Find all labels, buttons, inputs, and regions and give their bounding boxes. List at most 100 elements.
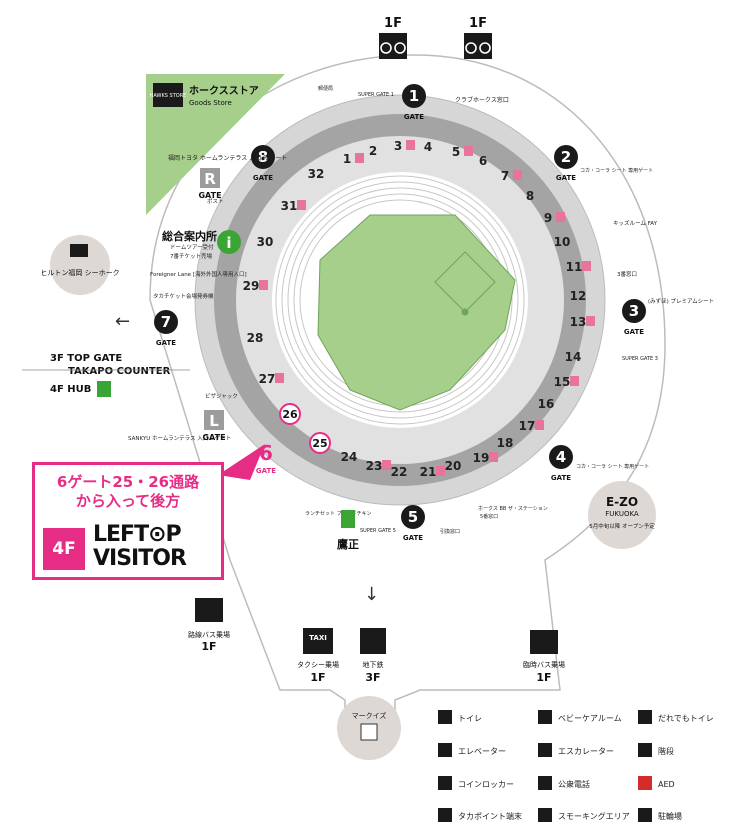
legend-item: エスカレーター bbox=[538, 743, 614, 757]
shopping-icon bbox=[360, 723, 378, 741]
bike-parking-top-2[interactable]: 1F bbox=[464, 16, 492, 59]
legend-item: AED bbox=[638, 776, 675, 790]
gate-circle bbox=[154, 310, 178, 334]
r-gate-text: 福岡トヨタ ホームランテラス 入口 R ゲート bbox=[168, 154, 287, 162]
legend-item: エレベーター bbox=[438, 743, 506, 757]
gate-number: 2 bbox=[561, 148, 571, 166]
restaurant-icon bbox=[341, 510, 355, 528]
section-9: 9 bbox=[544, 211, 552, 225]
ticket7: 7番チケット売場 bbox=[170, 252, 212, 260]
gate-label: GATE bbox=[253, 174, 273, 182]
circled-25[interactable]: 25 bbox=[309, 432, 331, 454]
note-super1: SUPER GATE 1 bbox=[358, 92, 394, 98]
legend-item: 階段 bbox=[638, 743, 674, 757]
note-gate5box: 5番窓口 bbox=[480, 513, 498, 520]
toilet-icon bbox=[438, 710, 452, 724]
hawks-store-logo bbox=[153, 83, 183, 107]
section-27: 27 bbox=[259, 372, 276, 386]
accessible-toilet-icon bbox=[638, 710, 652, 724]
r-gate-box[interactable] bbox=[200, 168, 220, 188]
subway-label: 地下鉄 bbox=[363, 660, 384, 669]
hawks-store-brand: HAWKS STORE bbox=[150, 93, 187, 99]
down-arrow-icon: ↓ bbox=[364, 584, 379, 605]
route-bus-floor: 1F bbox=[201, 640, 216, 653]
taxi[interactable]: TAXI タクシー乗場 1F bbox=[297, 628, 339, 684]
toilet-icon bbox=[582, 261, 591, 271]
toilet-icon bbox=[259, 280, 268, 290]
top-gate-line2: TAKAPO COUNTER bbox=[68, 366, 171, 377]
ticket-box: タカチケット会場発券機 bbox=[153, 292, 214, 300]
legend-item: ベビーケアルーム bbox=[538, 710, 622, 724]
section-1: 1 bbox=[343, 152, 351, 166]
ezo-circle[interactable] bbox=[588, 481, 656, 549]
circled-26[interactable]: 26 bbox=[279, 403, 301, 425]
gate-label: GATE bbox=[624, 328, 644, 336]
section-8: 8 bbox=[526, 189, 534, 203]
section-5: 5 bbox=[452, 145, 460, 159]
legend-label: 駐輪場 bbox=[658, 811, 682, 821]
legend-label: タカポイント端末 bbox=[458, 811, 522, 821]
gate-number: 1 bbox=[409, 87, 419, 105]
hilton-text: ヒルトン福岡 シーホーク bbox=[40, 268, 119, 277]
section-11: 11 bbox=[566, 260, 583, 274]
legend-label: エスカレーター bbox=[558, 747, 614, 756]
route-bus[interactable]: 路線バス乗場 1F bbox=[188, 598, 230, 653]
gate-number: 7 bbox=[161, 313, 171, 331]
gate-circle bbox=[251, 145, 275, 169]
temporary-bus[interactable]: 臨時バス乗場 1F bbox=[523, 630, 565, 684]
phone-icon bbox=[538, 776, 552, 790]
note-super5: SUPER GATE 5 bbox=[360, 528, 396, 534]
legend-label: 公衆電話 bbox=[558, 779, 590, 789]
aed-icon bbox=[638, 776, 652, 790]
hilton-circle[interactable] bbox=[50, 235, 110, 295]
bike-parking-top-1[interactable]: 1F bbox=[379, 16, 407, 59]
legend-label: コインロッカー bbox=[458, 780, 514, 789]
toilet-icon bbox=[535, 420, 544, 430]
baby-care-icon bbox=[538, 710, 552, 724]
legend-item: 駐輪場 bbox=[638, 808, 682, 822]
gate-number: 3 bbox=[629, 302, 639, 320]
l-gate-box[interactable] bbox=[204, 410, 224, 430]
section-6: 6 bbox=[479, 154, 487, 168]
gate-label: GATE bbox=[403, 534, 423, 542]
legend-item: スモーキングエリア bbox=[538, 808, 630, 822]
section-30: 30 bbox=[257, 235, 274, 249]
section-3: 3 bbox=[394, 139, 402, 153]
gate-label: GATE bbox=[156, 339, 176, 347]
note-gate2: コカ・コーラ シート 専用ゲート bbox=[580, 167, 653, 174]
legend-item: トイレ bbox=[438, 710, 482, 724]
note-post: ポスト bbox=[207, 198, 224, 205]
gate-label: GATE bbox=[256, 467, 276, 475]
gate-circle bbox=[622, 299, 646, 323]
hawks-store-area[interactable] bbox=[146, 74, 285, 215]
baseball-field bbox=[317, 214, 516, 411]
ezo-logo: E-ZO bbox=[606, 495, 638, 509]
r-gate-label: GATE bbox=[198, 191, 221, 200]
info-icon[interactable] bbox=[217, 230, 241, 254]
locker-icon bbox=[438, 776, 452, 790]
toilet-icon bbox=[464, 146, 473, 156]
bike-top-1-floor: 1F bbox=[384, 16, 402, 31]
smoking-icon bbox=[538, 808, 552, 822]
section-12: 12 bbox=[570, 289, 587, 303]
callout-line1: 6ゲート25・26通路 bbox=[56, 473, 200, 491]
section-32: 32 bbox=[308, 167, 325, 181]
subway[interactable]: 地下鉄 3F bbox=[360, 628, 386, 684]
legend-label: スモーキングエリア bbox=[558, 811, 630, 821]
restaurant-icon-hub bbox=[97, 381, 111, 397]
toilet-icon bbox=[513, 170, 522, 180]
note-box-info: 郵便局 bbox=[318, 85, 333, 92]
hawks-store-name: ホークスストア bbox=[189, 85, 259, 97]
gate-circle bbox=[554, 145, 578, 169]
top-gate-line1: 3F TOP GATE bbox=[50, 353, 122, 364]
legend-label: トイレ bbox=[458, 714, 482, 723]
